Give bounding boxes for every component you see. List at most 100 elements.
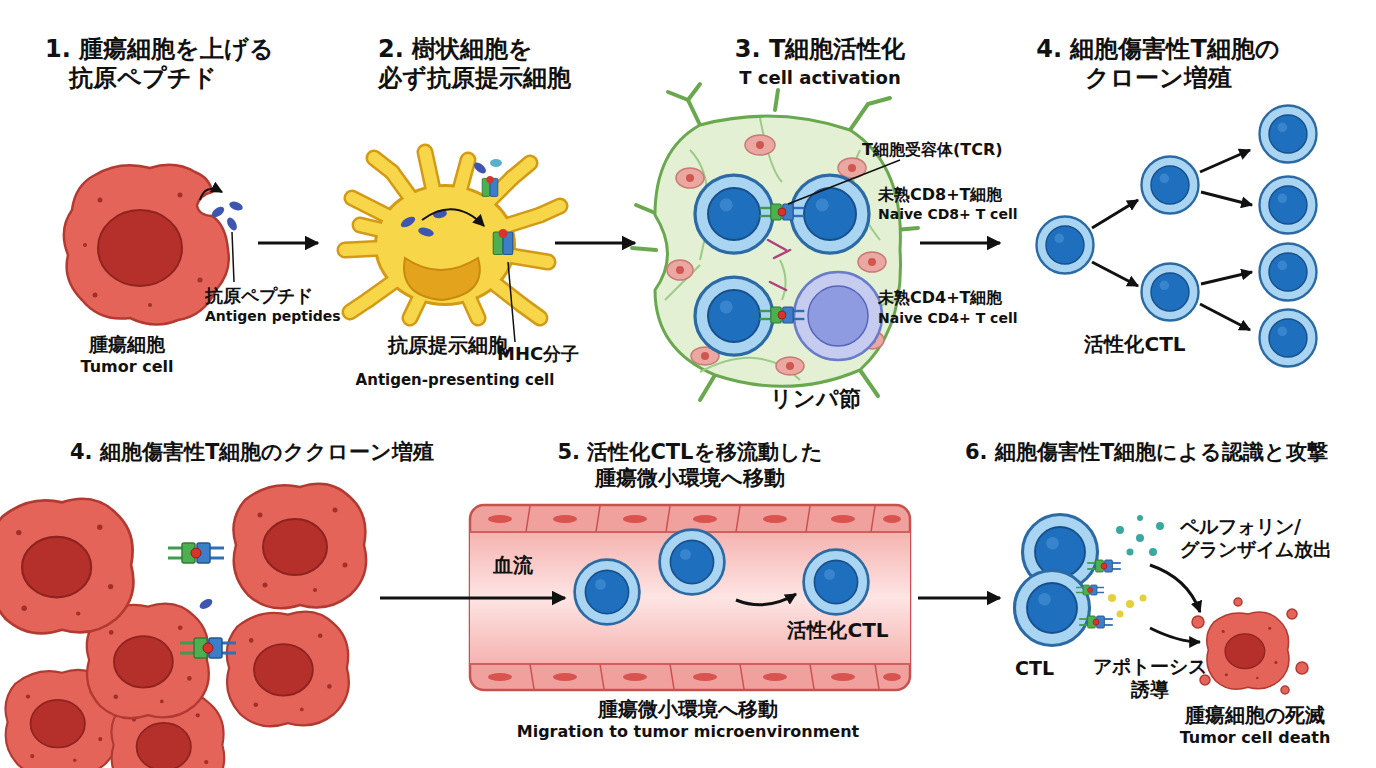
dendritic-cell — [350, 300, 368, 312]
dendritic-cell — [512, 163, 530, 178]
lymph-node — [632, 84, 918, 400]
ctl-attack — [1192, 598, 1308, 694]
lymph-node — [848, 164, 856, 172]
node-label: T cell activation — [680, 67, 960, 89]
ctl-attack — [1023, 515, 1098, 590]
callout-label: MHC分子 — [497, 343, 607, 365]
dendritic-cell — [404, 258, 480, 300]
dendritic-cell — [508, 262, 515, 342]
blood-vessel — [488, 515, 512, 523]
lymph-node — [700, 375, 715, 400]
lymph-node — [632, 84, 918, 400]
node-label: 活性化CTL — [1050, 332, 1220, 356]
blood-vessel — [810, 664, 814, 689]
lymph-node — [686, 174, 694, 182]
lymph-node — [850, 98, 890, 130]
ctl-attack — [1207, 612, 1289, 689]
blood-vessel — [883, 515, 901, 523]
dendritic-cell — [422, 209, 484, 226]
ctl-attack — [1116, 526, 1124, 534]
clonal-expansion — [1037, 106, 1317, 367]
dendritic-cell — [410, 245, 445, 318]
node-label: CTL — [1015, 657, 1085, 680]
node-label: 血流 — [493, 553, 573, 577]
tumor-cell-step1 — [200, 189, 222, 200]
lymph-node — [768, 240, 790, 290]
step-panel: 5. 活性化CTLを移流動した 腫瘍微小環境へ移動血流活性化CTL腫瘍微小環境へ… — [565, 435, 918, 750]
dendritic-cell — [345, 245, 445, 250]
clonal-expansion — [1142, 157, 1199, 214]
blood-vessel — [871, 506, 875, 532]
tumor-cell-step1 — [210, 205, 226, 220]
lymph-node — [691, 347, 719, 365]
tumor-cell-step1 — [64, 165, 229, 325]
dendritic-cell — [472, 160, 488, 175]
dendritic-cell — [499, 229, 508, 238]
dendritic-cell — [374, 158, 392, 172]
lymph-node — [667, 135, 886, 375]
dendritic-cell — [490, 178, 498, 196]
dendritic-cell — [445, 160, 468, 245]
lymph-node — [770, 282, 786, 290]
step-panel: 1. 腫瘍細胞を上げる 抗原ペプチド腫瘍細胞Tumor cell — [30, 30, 258, 390]
dendritic-cell — [425, 152, 445, 245]
flow-arrow — [555, 242, 635, 245]
dendritic-cell — [399, 215, 417, 230]
lymph-node — [760, 118, 782, 182]
tumor-cluster — [111, 693, 224, 768]
lymph-node — [786, 362, 794, 370]
dendritic-cell — [432, 209, 447, 219]
dendritic-cell — [490, 159, 502, 167]
callout-label: 未熟CD8+T細胞 — [878, 185, 1038, 205]
lymph-node — [760, 307, 805, 323]
blood-vessel — [526, 506, 879, 689]
node-label: 腫瘍微小環境へ移動 — [548, 697, 828, 721]
lymph-node — [665, 265, 700, 300]
dendritic-cell — [410, 245, 445, 318]
clonal-expansion — [1200, 304, 1250, 330]
dendritic-cell — [345, 152, 560, 318]
ctl-attack — [1281, 686, 1289, 694]
lymph-node — [745, 135, 775, 155]
lymph-node — [701, 352, 709, 360]
blood-vessel — [693, 515, 717, 523]
lymph-node — [780, 260, 786, 300]
node-label: ペルフォリン/ グランザイム放出 — [1180, 515, 1352, 561]
lymph-node — [760, 204, 805, 220]
lymph-node — [695, 175, 773, 253]
lymph-node — [794, 272, 882, 360]
flow-arrow — [918, 597, 1000, 600]
lymph-node — [700, 358, 800, 380]
lymph-node — [808, 286, 868, 346]
blood-vessel — [488, 515, 901, 681]
dendritic-cell — [540, 206, 560, 215]
lymph-node — [667, 260, 693, 280]
dendritic-cell — [345, 245, 445, 250]
callout-label: Naive CD4+ T cell — [878, 310, 1038, 327]
step-panel: 6. 細胞傷害性T細胞による認識と攻撃ペルフォリン/ グランザイム放出CTLアポ… — [1000, 435, 1370, 755]
dendritic-cell — [425, 152, 445, 245]
blood-vessel — [875, 664, 879, 689]
dendritic-cell — [352, 198, 445, 245]
tumor-cell-step1 — [198, 278, 203, 283]
blood-vessel — [693, 673, 717, 681]
blood-vessel — [600, 664, 604, 689]
tumor-cluster — [0, 499, 133, 634]
dendritic-cell — [540, 206, 560, 215]
ctl-attack — [1192, 616, 1204, 628]
blood-vessel — [470, 663, 910, 665]
dendritic-cell — [512, 163, 530, 178]
ctl-attack — [1150, 565, 1200, 612]
ctl-attack — [1127, 549, 1134, 556]
dendritic-cell — [360, 225, 445, 245]
step-heading: 2. 樹状細胞を 必ず抗原提示細胞 — [378, 35, 593, 94]
dendritic-cell — [345, 152, 560, 342]
clonal-expansion — [1260, 310, 1317, 367]
ctl-attack — [1087, 560, 1121, 572]
ctl-attack — [1117, 611, 1124, 618]
ctl-attack — [1116, 515, 1164, 556]
clonal-expansion — [1142, 264, 1199, 321]
callout-label: 抗原ペプチド — [205, 285, 355, 307]
dendritic-cell — [522, 305, 540, 318]
